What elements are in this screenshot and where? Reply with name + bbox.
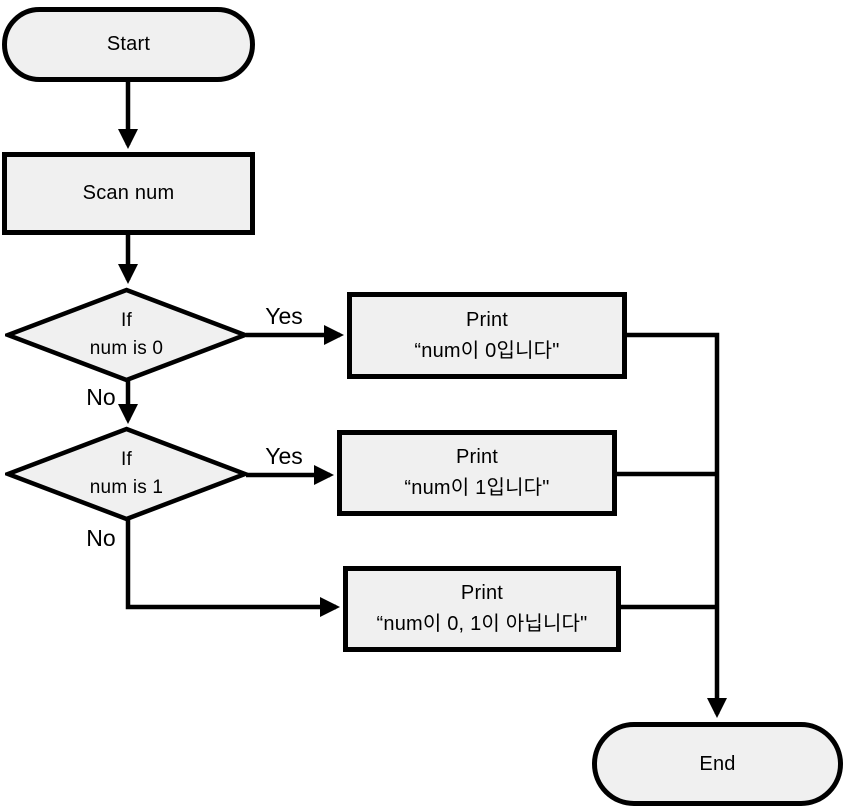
print-num-other-label: Print “num이 0, 1이 아닙니다" [376, 582, 588, 635]
decision-num-is-1-label: If num is 1 [89, 449, 164, 498]
end-label: End [699, 752, 736, 775]
process-print-num-other: Print “num이 0, 1이 아닙니다" [343, 566, 621, 652]
decision-num-is-0-label: If num is 0 [89, 310, 164, 359]
edge-label-no-1: No [86, 525, 116, 551]
edge-no-to-print-other [125, 519, 340, 617]
edge-label-no-0: No [86, 384, 116, 410]
edge-label-yes-1: Yes [265, 443, 303, 469]
edge-label-yes-0: Yes [265, 303, 303, 329]
process-scan-num: Scan num [2, 152, 255, 235]
start-label: Start [106, 33, 151, 55]
decision-num-is-1: If num is 1 [5, 426, 248, 522]
print-num-is-0-label: Print “num이 0입니다" [414, 308, 560, 362]
process-print-num-is-1: Print “num이 1입니다" [337, 430, 617, 516]
start-node: Start [2, 7, 255, 82]
print-num-is-1-label: Print “num이 1입니다" [404, 446, 550, 499]
end-node: End [592, 722, 843, 806]
decision-num-is-0: If num is 0 [5, 287, 248, 383]
scan-num-label: Scan num [82, 182, 175, 204]
diamond-shape [5, 287, 248, 383]
diamond-shape [5, 426, 248, 522]
process-print-num-is-0: Print “num이 0입니다" [347, 292, 627, 379]
edge-print-zero-to-end [625, 332, 727, 718]
